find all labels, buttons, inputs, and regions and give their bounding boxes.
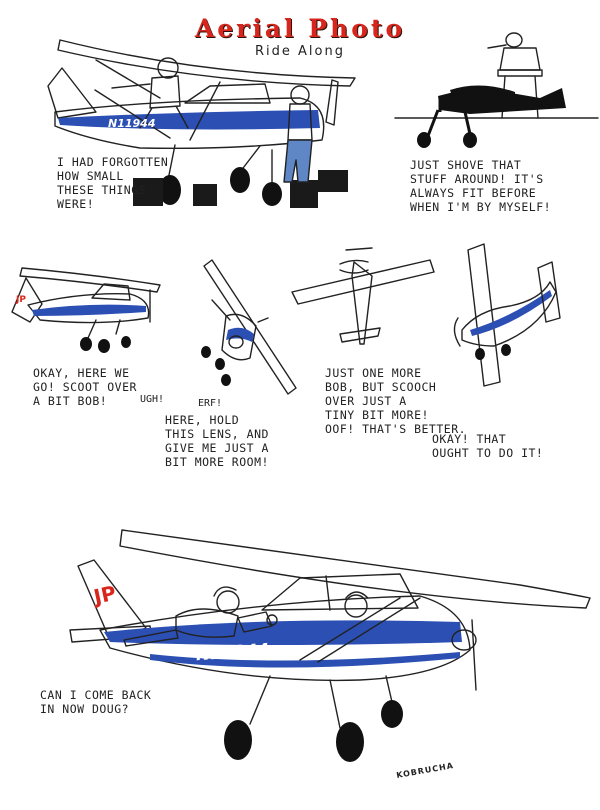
panel-3-illustration: JP (11, 267, 161, 353)
panel-3-sfx-erf: Erf! (198, 398, 223, 409)
panel-4-caption: Here, hold this lens, and give me just a… (165, 413, 269, 469)
panel-1-illustration: N11944 (47, 39, 356, 208)
panel-5-illustration (291, 247, 435, 345)
panel-7-caption: Can I come back in now Doug? (40, 688, 152, 716)
panel-6-caption: Okay! That ought to do it! (432, 432, 544, 460)
panel-6-illustration (453, 243, 561, 387)
panel-1-registration: N11944 (108, 117, 155, 130)
panel-3-tail-logo: JP (15, 295, 26, 305)
comic-title: Aerial Photo (194, 14, 406, 43)
panel-4-illustration (201, 259, 297, 395)
panel-7-illustration: JP (69, 529, 591, 762)
comic-subtitle: Ride Along (255, 44, 345, 59)
panel-1-caption: I had forgotten how small these things w… (57, 155, 169, 211)
panel-3-sfx-ugh: Ugh! (140, 394, 165, 405)
panel-2-caption: Just shove that stuff around! It's alway… (410, 158, 552, 214)
panel-5-caption: Just one more Bob, but scooch over just … (325, 366, 467, 436)
panel-2-illustration (394, 32, 599, 148)
panel-3-caption: Okay, here we go! Scoot over a bit Bob! (33, 366, 137, 408)
panel-7-tail-logo: JP (90, 581, 119, 609)
